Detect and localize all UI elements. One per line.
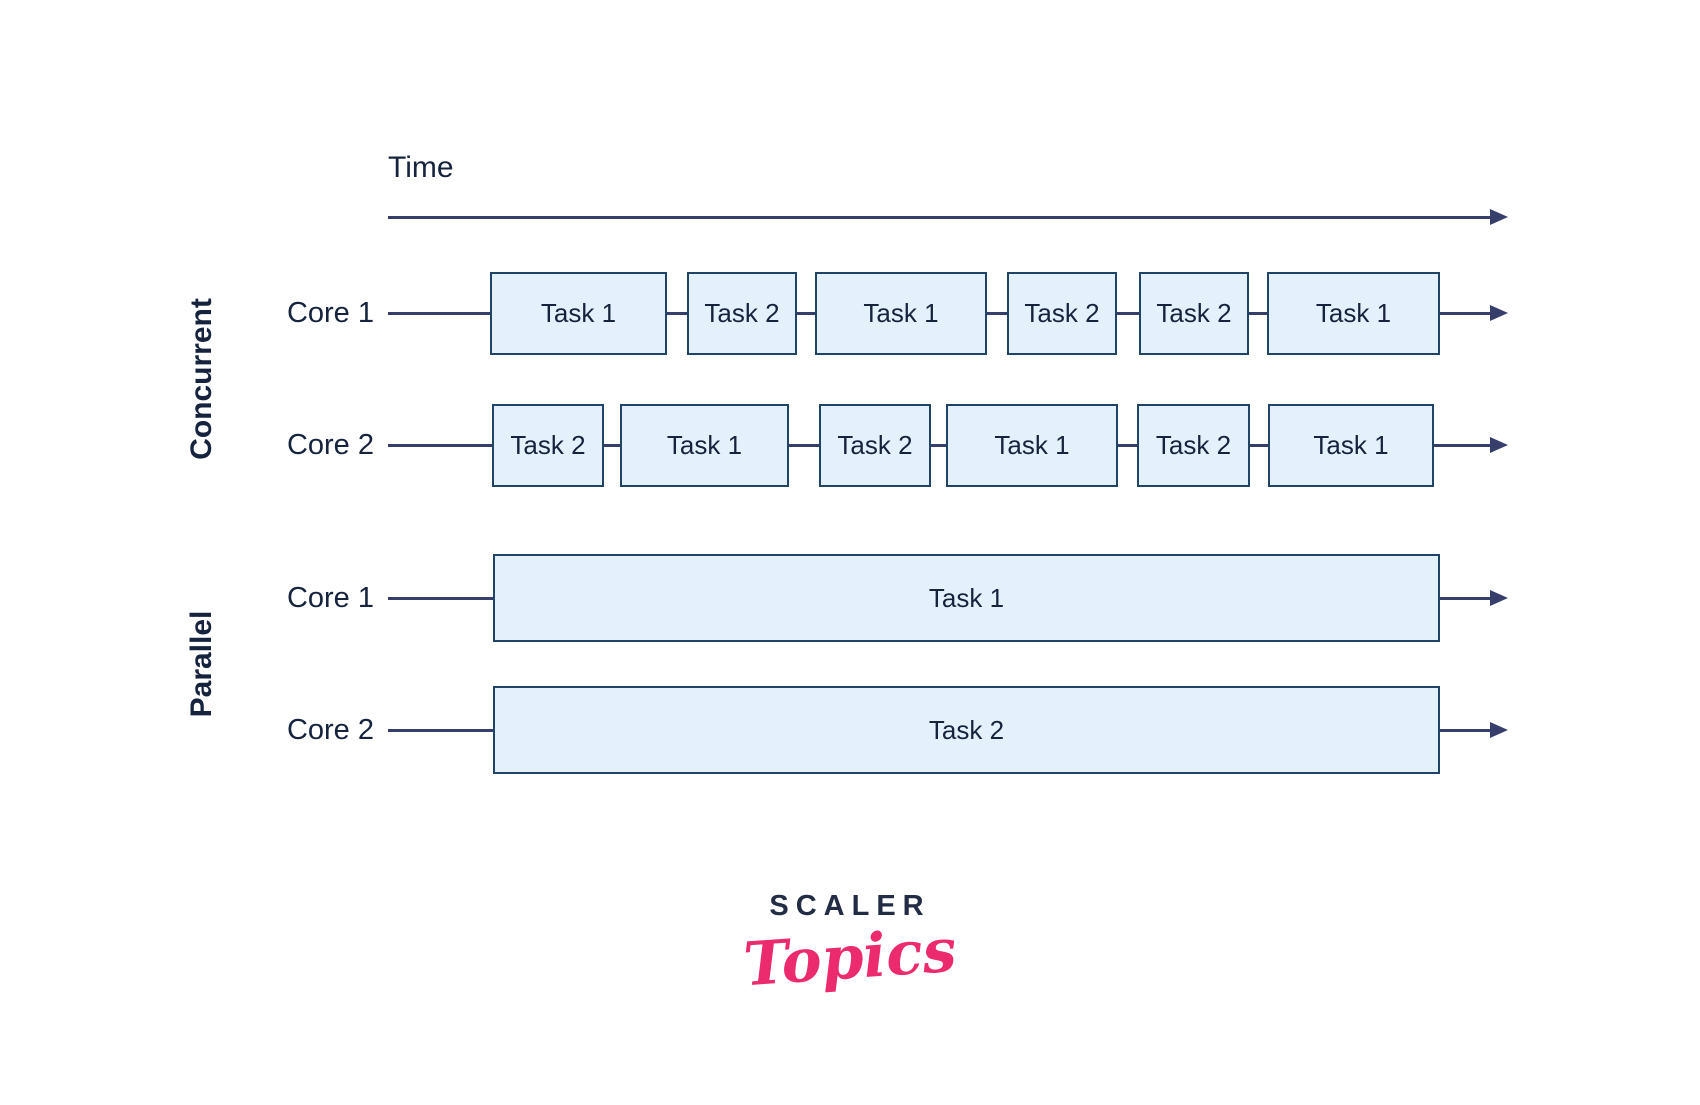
task-box: Task 1 xyxy=(946,403,1118,487)
task-box: Task 2 xyxy=(819,403,931,487)
task-label: Task 2 xyxy=(837,429,913,460)
task-label: Task 1 xyxy=(863,297,939,328)
section-label-parallel: Parallel xyxy=(185,610,218,718)
task-label: Task 2 xyxy=(1155,429,1232,460)
arrowhead-icon xyxy=(1490,722,1508,738)
task-box: Task 2 xyxy=(1137,403,1250,487)
time-axis-label: Time xyxy=(388,151,454,184)
core-label: Core 2 xyxy=(286,429,374,461)
task-box: Task 1 xyxy=(620,403,789,487)
task-box: Task 2 xyxy=(492,403,604,487)
task-box: Task 2 xyxy=(1139,271,1249,355)
task-box: Task 2 xyxy=(493,686,1440,774)
task-box: Task 2 xyxy=(687,271,797,355)
task-label: Task 1 xyxy=(994,429,1070,460)
task-label: Task 1 xyxy=(666,429,743,460)
task-box: Task 1 xyxy=(1267,271,1440,355)
timeline-line xyxy=(388,443,1493,447)
arrowhead-icon xyxy=(1490,305,1508,321)
core-label: Core 1 xyxy=(286,297,374,329)
logo-topics-text: Topics xyxy=(741,915,959,1001)
scaler-topics-logo: SCALER Topics xyxy=(700,890,1000,1000)
task-box: Task 1 xyxy=(490,271,667,355)
task-label: Task 2 xyxy=(928,714,1005,745)
task-label: Task 1 xyxy=(928,582,1005,613)
task-label: Task 1 xyxy=(1313,429,1389,460)
arrowhead-icon xyxy=(1490,590,1508,606)
task-label: Task 1 xyxy=(1315,297,1392,328)
task-label: Task 2 xyxy=(1156,297,1232,328)
task-label: Task 2 xyxy=(1024,297,1100,328)
task-label: Task 2 xyxy=(510,429,586,460)
task-box: Task 1 xyxy=(1268,403,1434,487)
section-label-concurrent: Concurrent xyxy=(185,298,218,460)
core-label: Core 1 xyxy=(286,582,374,614)
logo-scaler-text: SCALER xyxy=(769,890,931,922)
task-box: Task 1 xyxy=(815,271,987,355)
task-box: Task 2 xyxy=(1007,271,1117,355)
core-label: Core 2 xyxy=(286,714,374,746)
task-box: Task 1 xyxy=(493,554,1440,642)
task-label: Task 2 xyxy=(704,297,780,328)
timeline-line xyxy=(388,215,1493,219)
task-label: Task 1 xyxy=(540,297,617,328)
arrowhead-icon xyxy=(1490,437,1508,453)
arrowhead-icon xyxy=(1490,209,1508,225)
